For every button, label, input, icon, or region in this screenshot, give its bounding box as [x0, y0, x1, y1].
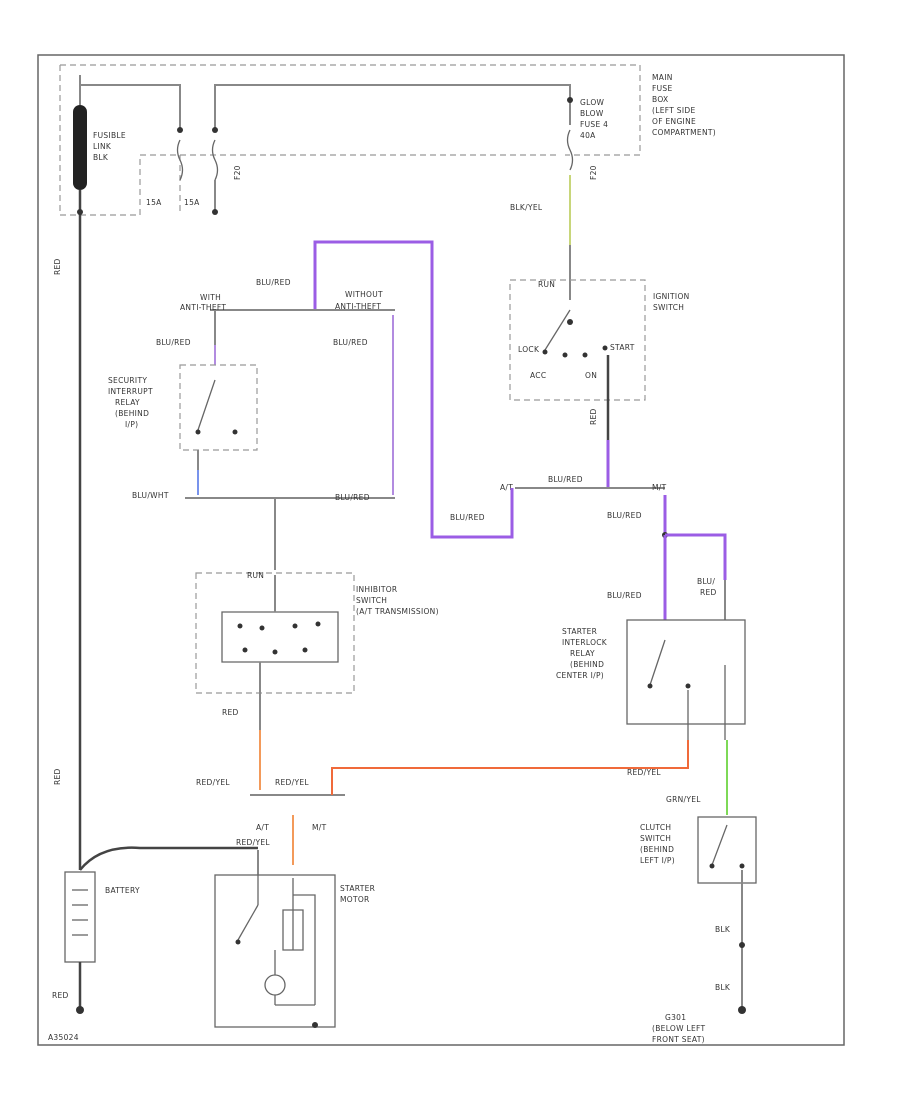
svg-text:(BEHIND: (BEHIND — [640, 845, 674, 854]
svg-text:INTERLOCK: INTERLOCK — [562, 638, 608, 647]
svg-text:M/T: M/T — [652, 483, 667, 492]
clutch-switch-label: CLUTCH — [640, 823, 671, 832]
svg-text:(BEHIND: (BEHIND — [570, 660, 604, 669]
svg-text:ACC: ACC — [530, 371, 546, 380]
svg-text:40A: 40A — [580, 131, 596, 140]
starter-relay-label: STARTER — [562, 627, 597, 636]
svg-text:A/T: A/T — [256, 823, 269, 832]
svg-text:RED: RED — [700, 588, 717, 597]
svg-text:RED/YEL: RED/YEL — [275, 778, 309, 787]
ground-label: G301 — [665, 1013, 686, 1022]
svg-text:F20: F20 — [233, 165, 242, 180]
svg-text:INTERRUPT: INTERRUPT — [108, 387, 153, 396]
svg-text:15A: 15A — [184, 198, 200, 207]
security-relay-label: SECURITY — [108, 376, 147, 385]
fusible-link-label: FUSIBLE — [93, 131, 126, 140]
redyel-long-wire — [331, 740, 689, 795]
starter-motor-label: STARTER — [340, 884, 375, 893]
svg-text:WITH: WITH — [200, 293, 221, 302]
clutch-switch — [697, 816, 757, 884]
svg-text:LEFT I/P): LEFT I/P) — [640, 856, 675, 865]
svg-text:BLU/RED: BLU/RED — [335, 493, 370, 502]
svg-text:(LEFT SIDE: (LEFT SIDE — [652, 106, 695, 115]
svg-text:FUSE: FUSE — [652, 84, 673, 93]
svg-text:BLU/RED: BLU/RED — [256, 278, 291, 287]
svg-text:BLU/RED: BLU/RED — [607, 591, 642, 600]
ignition-switch — [509, 279, 646, 401]
svg-text:A/T: A/T — [500, 483, 513, 492]
inhibitor-switch — [195, 572, 355, 694]
svg-text:BLK/YEL: BLK/YEL — [510, 203, 543, 212]
svg-text:SWITCH: SWITCH — [356, 596, 387, 605]
svg-text:15A: 15A — [146, 198, 162, 207]
svg-text:RED/YEL: RED/YEL — [236, 838, 270, 847]
svg-text:BLU/RED: BLU/RED — [450, 513, 485, 522]
fusible-link — [73, 75, 87, 190]
svg-text:RUN: RUN — [538, 280, 555, 289]
svg-text:ANTI-THEFT: ANTI-THEFT — [335, 302, 381, 311]
svg-text:RELAY: RELAY — [115, 398, 140, 407]
svg-text:ANTI-THEFT: ANTI-THEFT — [180, 303, 226, 312]
svg-text:BLU/RED: BLU/RED — [548, 475, 583, 484]
svg-text:M/T: M/T — [312, 823, 327, 832]
svg-text:RED/YEL: RED/YEL — [196, 778, 230, 787]
svg-text:BOX: BOX — [652, 95, 668, 104]
svg-text:LINK: LINK — [93, 142, 112, 151]
diagram-border — [37, 54, 845, 1046]
svg-text:(BELOW LEFT: (BELOW LEFT — [652, 1024, 706, 1033]
glow-fuse-label: GLOW — [580, 98, 605, 107]
svg-text:RED: RED — [589, 408, 598, 425]
svg-text:RUN: RUN — [247, 571, 264, 580]
svg-text:(A/T TRANSMISSION): (A/T TRANSMISSION) — [356, 607, 439, 616]
battery-label: BATTERY — [105, 886, 140, 895]
inhibitor-switch-label: INHIBITOR — [356, 585, 397, 594]
svg-text:RED/YEL: RED/YEL — [627, 768, 661, 777]
page-code: A35024 — [48, 1033, 79, 1042]
svg-text:BLK: BLK — [715, 925, 731, 934]
svg-text:BLK: BLK — [715, 983, 731, 992]
svg-text:BLOW: BLOW — [580, 109, 604, 118]
svg-text:BLU/RED: BLU/RED — [333, 338, 368, 347]
svg-text:FUSE 4: FUSE 4 — [580, 120, 608, 129]
svg-text:WITHOUT: WITHOUT — [345, 290, 383, 299]
svg-text:OF ENGINE: OF ENGINE — [652, 117, 696, 126]
main-fuse-box — [59, 64, 641, 216]
ignition-switch-label: IGNITION — [653, 292, 690, 301]
battery-to-starter-cable — [79, 846, 258, 871]
svg-text:F20: F20 — [589, 165, 598, 180]
starter-motor — [214, 874, 336, 1028]
starter-interlock-relay — [626, 619, 746, 725]
ground-point — [738, 1006, 746, 1014]
svg-text:RED: RED — [53, 768, 62, 785]
fuse-bus-main — [214, 84, 571, 130]
svg-text:COMPARTMENT): COMPARTMENT) — [652, 128, 716, 137]
fuse-bus-left — [80, 84, 181, 130]
svg-text:BLK: BLK — [93, 153, 109, 162]
svg-text:RED: RED — [53, 258, 62, 275]
svg-text:(BEHIND: (BEHIND — [115, 409, 149, 418]
svg-text:RED: RED — [222, 708, 239, 717]
svg-text:FRONT SEAT): FRONT SEAT) — [652, 1035, 705, 1044]
svg-text:LOCK: LOCK — [518, 345, 540, 354]
svg-text:RED: RED — [52, 991, 69, 1000]
svg-text:BLU/WHT: BLU/WHT — [132, 491, 169, 500]
security-interrupt-relay — [179, 364, 258, 451]
svg-text:BLU/: BLU/ — [697, 577, 715, 586]
svg-text:RELAY: RELAY — [570, 649, 595, 658]
svg-text:BLU/RED: BLU/RED — [607, 511, 642, 520]
svg-text:SWITCH: SWITCH — [653, 303, 684, 312]
svg-text:ON: ON — [585, 371, 597, 380]
svg-text:BLU/RED: BLU/RED — [156, 338, 191, 347]
svg-text:MOTOR: MOTOR — [340, 895, 370, 904]
battery — [64, 871, 96, 963]
svg-text:GRN/YEL: GRN/YEL — [666, 795, 701, 804]
svg-text:CENTER I/P): CENTER I/P) — [556, 671, 604, 680]
svg-text:I/P): I/P) — [125, 420, 138, 429]
svg-text:START: START — [610, 343, 635, 352]
blured-long-wire — [313, 240, 514, 539]
svg-text:SWITCH: SWITCH — [640, 834, 671, 843]
main-fuse-box-label: MAIN — [652, 73, 673, 82]
